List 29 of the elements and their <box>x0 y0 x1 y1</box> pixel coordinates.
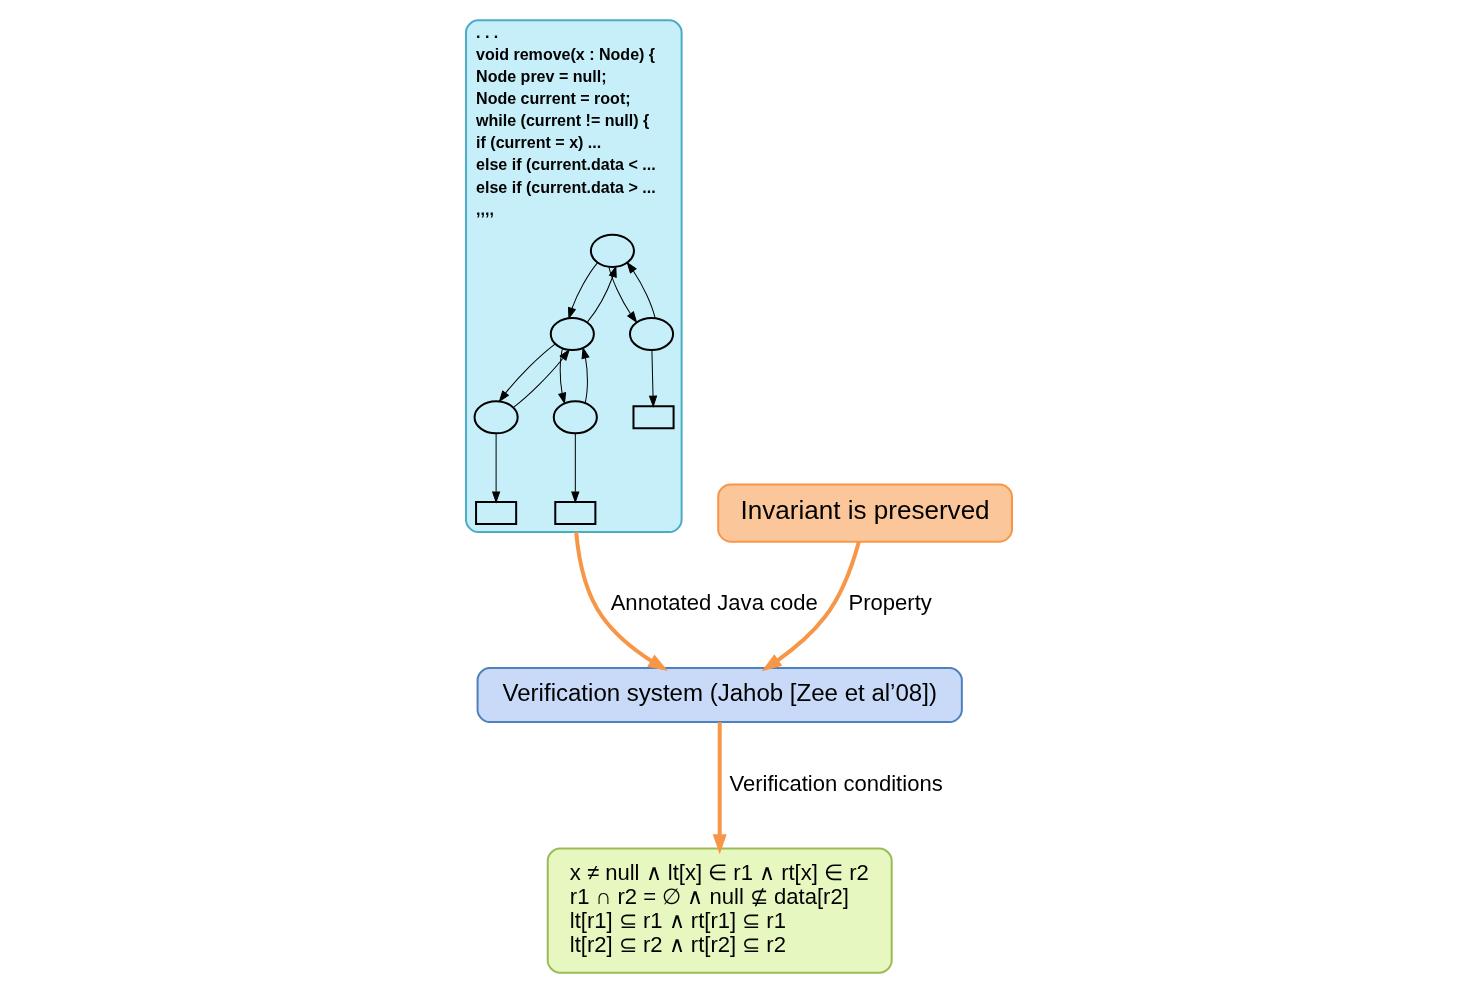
arrow <box>568 262 598 319</box>
node-box <box>475 501 518 526</box>
edge-label: Verification conditions <box>729 770 943 796</box>
arrow <box>712 722 727 855</box>
arrow <box>608 266 637 323</box>
arrow <box>492 432 501 503</box>
arrow <box>649 349 658 407</box>
node-circle <box>628 317 675 352</box>
node-box <box>632 405 675 430</box>
arrow <box>512 349 570 408</box>
arrow <box>587 266 617 323</box>
node-box: Verification system (Jahob [Zee et al’08]) <box>476 666 963 724</box>
node-circle <box>552 400 598 435</box>
node-circle <box>549 317 595 352</box>
node-circle <box>473 400 519 435</box>
arrow <box>626 262 656 319</box>
arrow <box>574 531 668 672</box>
node-box: x ≠ null ∧ lt[x] ∈ r1 ∧ rt[x] ∈ r2 r1 ∩ r2 = ∅ ∧ null ⊈ data[r2] lt[r1] ⊆ r1 ∧ rt[r1] ⊆ r1 lt[r2] ⊆ r2 ∧ rt[r2] ⊆ r2 <box>546 847 893 974</box>
edge-label: Property <box>848 590 932 616</box>
arrow <box>499 343 556 402</box>
node-box: Invariant is preserved <box>717 483 1013 543</box>
arrow <box>571 432 580 503</box>
arrow <box>581 347 590 404</box>
cluster: . . . void remove(x : Node) { Node prev = null; Node current = root; while (current != null) { if (current = x) ... else if (current.data < ... else if (current.data > ... ,,,, <box>465 19 683 534</box>
edge-label: Annotated Java code <box>610 590 818 616</box>
node-box <box>554 501 597 526</box>
arrow <box>558 348 567 404</box>
node-circle <box>589 233 635 268</box>
arrow <box>761 541 861 672</box>
